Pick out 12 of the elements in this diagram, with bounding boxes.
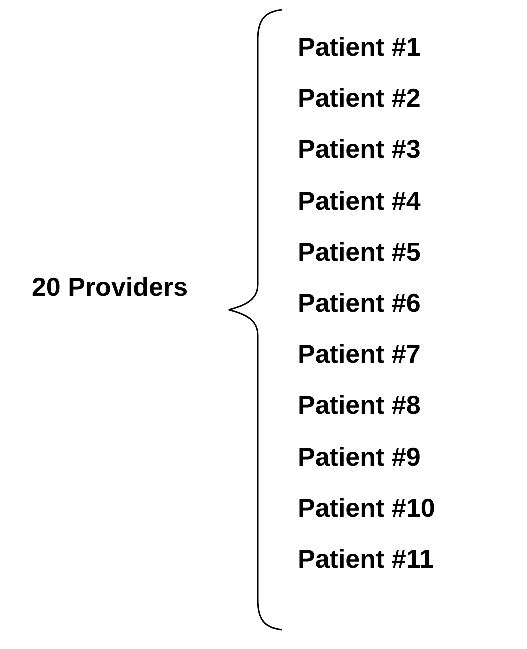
list-item: Patient #9	[298, 442, 421, 472]
list-item: Patient #10	[298, 492, 436, 523]
list-item: Patient #11	[298, 544, 434, 574]
list-item: Patient #1	[298, 32, 421, 62]
list-item: Patient #3	[298, 134, 421, 164]
list-item: Patient #8	[298, 390, 421, 420]
group-label: 20 Providers	[30, 271, 190, 304]
list-item: Patient #6	[298, 288, 421, 318]
list-item: Patient #2	[298, 83, 421, 114]
list-item: Patient #5	[298, 236, 421, 267]
list-item: Patient #7	[298, 339, 421, 370]
list-item: Patient #4	[298, 186, 421, 216]
